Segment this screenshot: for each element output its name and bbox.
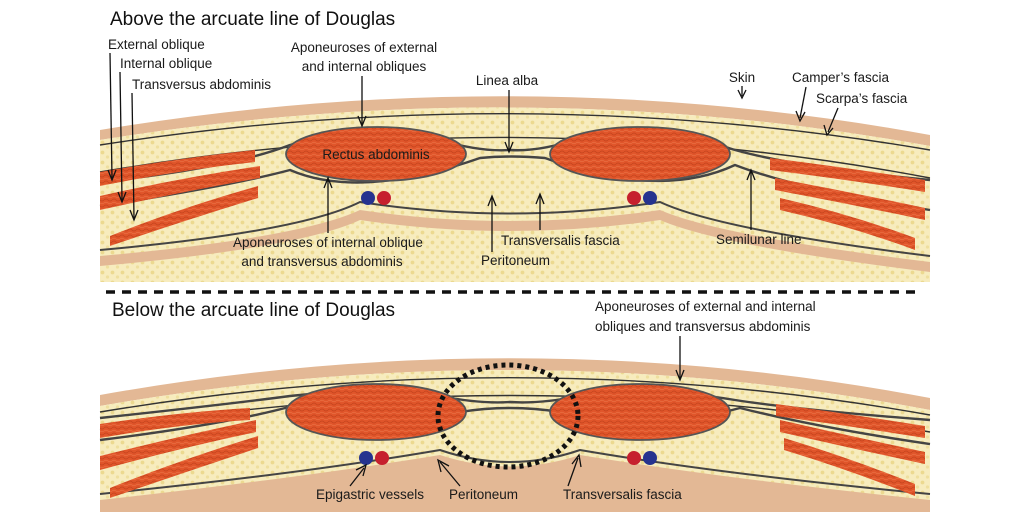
anterior-sheath-line-below <box>99 390 931 422</box>
epigastric-vein-right <box>643 191 657 205</box>
below-title: Below the arcuate line of Douglas <box>112 300 395 321</box>
label-peritoneum-below: Peritoneum <box>449 487 518 502</box>
label-transversalis-fascia: Transversalis fascia <box>501 233 620 248</box>
skin-layer <box>100 96 930 146</box>
lateral-muscles-right-below <box>776 404 925 496</box>
label-linea-alba: Linea alba <box>476 73 539 88</box>
skin-layer-below <box>100 358 930 410</box>
above-pointers <box>107 52 839 252</box>
posterior-line-below <box>99 402 931 446</box>
posterior-sheath-line <box>99 155 931 212</box>
label-semilunar-line: Semilunar line <box>716 232 802 247</box>
epigastric-artery-left <box>377 191 391 205</box>
epigastric-artery-left-below <box>375 451 389 465</box>
epigastric-vein-left <box>361 191 375 205</box>
transversalis-line <box>99 200 931 257</box>
below-pointers <box>349 336 685 487</box>
lateral-muscles-right <box>770 158 925 250</box>
campers-fascia-line-below <box>99 377 931 416</box>
label-aponeuroses-ext-int-1: Aponeuroses of external <box>291 40 437 55</box>
label-campers-fascia: Camper’s fascia <box>792 70 890 85</box>
rectus-abdominis-right-below <box>549 383 731 441</box>
label-external-oblique: External oblique <box>108 37 205 52</box>
peritoneal-band <box>100 210 930 272</box>
label-aponeuroses-ext-int-2: and internal obliques <box>302 59 427 74</box>
label-aponeuroses-all-1: Aponeuroses of external and internal <box>595 299 816 314</box>
lateral-muscles-left <box>100 150 260 246</box>
linea-alba-highlight-circle <box>435 362 581 470</box>
epigastric-artery-right <box>627 191 641 205</box>
epigastric-vein-left-below <box>359 451 373 465</box>
label-peritoneum: Peritoneum <box>481 253 550 268</box>
campers-fascia-line <box>99 113 931 151</box>
label-internal-oblique: Internal oblique <box>120 56 212 71</box>
label-scarpas-fascia: Scarpa’s fascia <box>816 91 908 106</box>
label-aponeuroses-int-trans-2: and transversus abdominis <box>241 254 403 269</box>
epigastric-vein-right-below <box>643 451 657 465</box>
rectus-abdominis-left <box>285 126 467 182</box>
rectus-abdominis-right <box>549 126 731 182</box>
peritoneal-band-below <box>100 455 930 512</box>
label-rectus-abdominis: Rectus abdominis <box>322 147 430 162</box>
rectus-abdominis-left-below <box>285 383 467 441</box>
label-epigastric-vessels: Epigastric vessels <box>316 487 424 502</box>
transversalis-line-below <box>99 448 931 495</box>
above-panel <box>99 96 931 282</box>
lateral-muscles-left-below <box>100 408 258 498</box>
above-title: Above the arcuate line of Douglas <box>110 9 395 30</box>
label-aponeuroses-all-2: obliques and transversus abdominis <box>595 319 811 334</box>
label-skin: Skin <box>729 70 755 85</box>
label-aponeuroses-int-trans-1: Aponeuroses of internal oblique <box>233 235 423 250</box>
label-transversalis-fascia-below: Transversalis fascia <box>563 487 682 502</box>
label-transversus-abdominis: Transversus abdominis <box>132 77 271 92</box>
below-panel <box>99 358 931 512</box>
epigastric-artery-right-below <box>627 451 641 465</box>
